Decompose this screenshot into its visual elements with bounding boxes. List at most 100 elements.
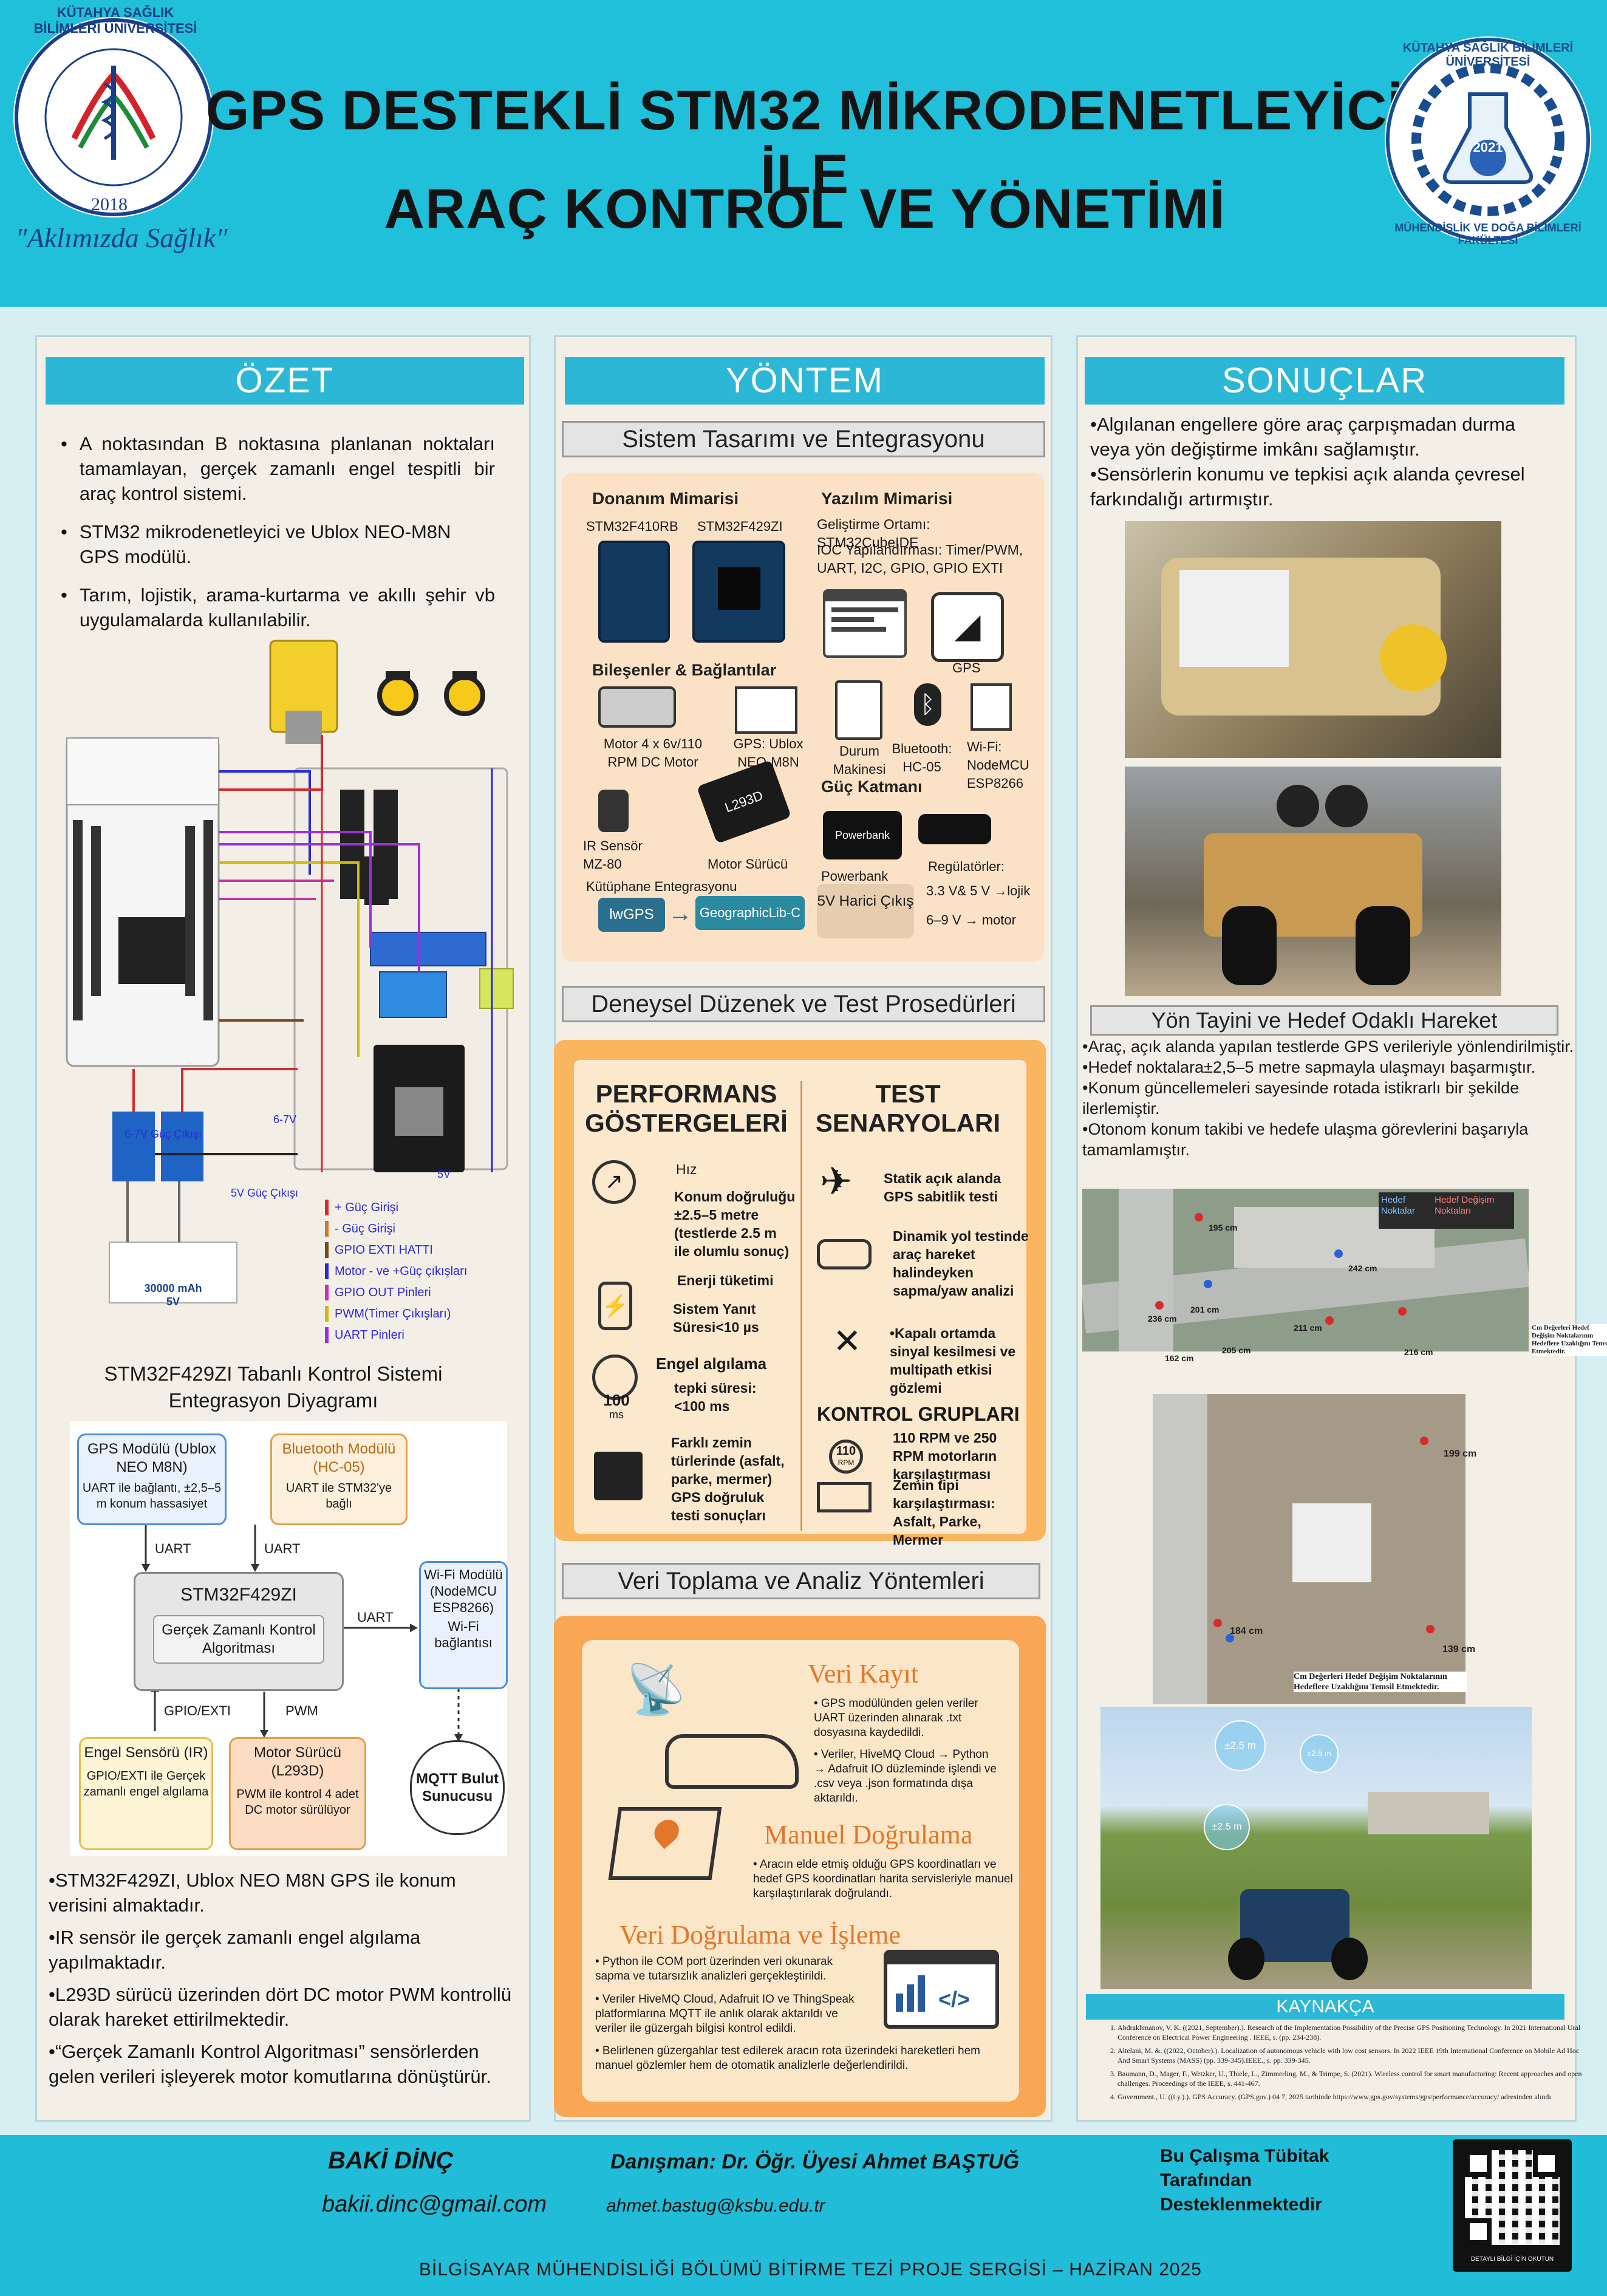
isleme-title: Veri Doğrulama ve İşleme	[619, 1920, 901, 1950]
bilesenler-title: Bileşenler & Bağlantılar	[592, 661, 777, 679]
ir-sensor-label: IR Sensör MZ-80	[583, 838, 643, 872]
map-pin-icon	[1195, 1213, 1203, 1221]
tubitak-note: Bu Çalışma Tübitak Tarafından Desteklenm…	[1160, 2146, 1329, 2215]
diagram-ir-sensor: Engel Sensörü (IR) GPIO/EXTI ile Gerçek …	[79, 1737, 213, 1850]
ozet-bullet-list: •A noktasından B noktasına planlanan nok…	[61, 431, 495, 632]
university-logo-left	[13, 17, 214, 217]
regulator-logic: 3.3 V& 5 V →lojik	[926, 883, 1031, 898]
bluetooth-icon: ᛒ	[914, 683, 941, 726]
experiment-divider	[800, 1081, 802, 1531]
lib-lwgps: lwGPS	[598, 898, 665, 932]
ozet-bullet-2: •STM32 mikrodenetleyici ve Ublox NEO-M8N…	[61, 521, 451, 567]
legend-item-gpio-exti: GPIO EXTI HATTI	[325, 1239, 507, 1260]
diagram-bluetooth-module: Bluetooth Modülü (HC-05) UART ile STM32'…	[270, 1433, 408, 1525]
no-signal-icon: ✕	[833, 1322, 862, 1360]
ozet-heading: ÖZET	[46, 357, 524, 405]
accuracy-bubble-1: ±2.5 m	[1215, 1720, 1266, 1771]
integration-diagram-title: STM32F429ZI Tabanlı Kontrol Sistemi Ente…	[104, 1362, 443, 1412]
wiring-diagram	[55, 632, 516, 1312]
reference-list: Abdrakhmanov, V. K. ((2021, September).)…	[1093, 2023, 1585, 2102]
perf-zemin: Farklı zemin türlerinde (asfalt, parke, …	[671, 1435, 785, 1523]
powerbank-label: 30000 mAh 5V	[144, 1282, 202, 1308]
rpm-unit: RPM	[838, 1458, 855, 1467]
robot-photo-bottom	[1125, 767, 1501, 996]
car-icon	[817, 1239, 872, 1269]
legend-item-motor-power: Motor - ve +Güç çıkışları	[325, 1260, 507, 1282]
qr-code[interactable]: DETAYLI BİLGİ İÇİN OKUTUN	[1453, 2139, 1572, 2272]
diagram-mcu-algorithm: Gerçek Zamanlı Kontrol Algoritması	[153, 1615, 324, 1664]
yon-bullet-4: •Otonom konum takibi ve hedefe ulaşma gö…	[1082, 1120, 1529, 1159]
bluetooth-label: Bluetooth: HC-05	[892, 741, 952, 774]
test-title: TEST SENARYOLARI	[815, 1079, 1001, 1137]
kaynakca-heading: KAYNAKÇA	[1086, 1994, 1564, 2020]
wiring-note-v5: 5V	[437, 1168, 451, 1180]
rpm-icon: 110 RPM	[829, 1440, 863, 1474]
lib-geographiclib: GeographicLib-C	[695, 896, 805, 930]
diagram-uart-label-2: UART	[264, 1541, 301, 1556]
map2-label-1: 199 cm	[1444, 1449, 1477, 1459]
manuel-1: • Aracın elde etmiş olduğu GPS koordinat…	[753, 1858, 1013, 1900]
exhibition-note: BİLGİSAYAR MÜHENDİSLİĞİ BÖLÜMÜ BİTİRME T…	[419, 2260, 1202, 2280]
ozet-bottom-bullet-3: •L293D sürücü üzerinden dört DC motor PW…	[49, 1984, 512, 2030]
veri-kayit-1: • GPS modülünden gelen veriler UART üzer…	[814, 1697, 978, 1739]
diagram-gpio-label: GPIO/EXTI	[164, 1703, 231, 1718]
sonuclar-bullets: •Algılanan engellere göre araç çarpışmad…	[1090, 412, 1558, 511]
map1-label-1: 195 cm	[1209, 1223, 1238, 1232]
motor-surucu-label: Motor Sürücü	[708, 856, 788, 872]
yon-bullet-3: •Konum güncellemeleri sayesinde rotada i…	[1082, 1079, 1520, 1118]
sonuclar-bullet-1: •Algılanan engellere göre araç çarpışmad…	[1090, 414, 1516, 460]
right-logo-ring-bottom: MÜHENDİSLİK VE DOĞA BİLİMLERİ FAKÜLTESİ	[1394, 222, 1581, 247]
yon-bullet-1: •Araç, açık alanda yapılan testlerde GPS…	[1082, 1037, 1574, 1056]
map-pin-icon	[1426, 1625, 1435, 1633]
ir-sensor-icon	[598, 790, 629, 832]
accuracy-bubble-3: ±2.5 m	[1204, 1804, 1250, 1850]
perf-hiz: Hız	[676, 1161, 697, 1177]
diagram-gps-module: GPS Modülü (Ublox NEO M8N) UART ile bağl…	[77, 1433, 227, 1525]
ozet-bottom-bullet-4: •“Gerçek Zamanlı Kontrol Algoritması” se…	[49, 2041, 491, 2087]
legend-item-power-minus: - Güç Girişi	[325, 1218, 507, 1239]
rpm-value: 110	[836, 1444, 856, 1458]
ozet-bottom-bullets: •STM32F429ZI, Ublox NEO M8N GPS ile konu…	[49, 1868, 516, 2089]
perf-title: PERFORMANS GÖSTERGELERİ	[585, 1079, 788, 1137]
guc-title: Güç Katmanı	[821, 777, 923, 796]
map1-legend: Hedef Noktalar Hedef Değişim Noktaları	[1379, 1192, 1514, 1229]
perf-tepki: tepki süresi: <100 ms	[674, 1380, 757, 1414]
map-pin-icon	[1226, 1634, 1234, 1642]
sonuclar-heading: SONUÇLAR	[1085, 357, 1564, 405]
left-logo-year: 2018	[91, 194, 128, 214]
map1-caption: Cm Değerleri Hedef Değişim Noktalarının …	[1532, 1324, 1607, 1356]
veri-kayit-title: Veri Kayıt	[808, 1659, 919, 1689]
vehicle-icon	[665, 1734, 799, 1789]
gauge-unit: ms	[609, 1409, 624, 1421]
chart-code-icon: </>	[884, 1950, 999, 2029]
code-window-icon	[823, 589, 907, 658]
gps-module-icon	[735, 686, 797, 734]
yon-heading: Yön Tayini ve Hedef Odaklı Hareket	[1090, 1005, 1558, 1036]
faculty-logo-right	[1385, 36, 1591, 243]
kontrol-title: KONTROL GRUPLARI	[817, 1403, 1020, 1425]
powerbank-label: Powerbank	[821, 869, 889, 884]
legend-item-power-plus: + Güç Girişi	[325, 1197, 507, 1218]
diagram-motor-driver: Motor Sürücü (L293D) PWM ile kontrol 4 a…	[229, 1737, 366, 1850]
terrain-icon	[594, 1452, 643, 1500]
veri-heading: Veri Toplama ve Analiz Yöntemleri	[562, 1563, 1040, 1599]
advisor-email: ahmet.bastug@ksbu.edu.tr	[606, 2196, 825, 2216]
qr-caption: DETAYLI BİLGİ İÇİN OKUTUN	[1470, 2256, 1554, 2263]
gear-flask-icon	[1386, 38, 1590, 242]
map2-label-3: 139 cm	[1442, 1644, 1476, 1655]
board2-icon	[692, 541, 785, 643]
lib-arrow-icon: →	[668, 900, 692, 927]
map1-label-8: 216 cm	[1404, 1347, 1433, 1357]
sonuclar-bullet-2: •Sensörlerin konumu ve tepkisi açık alan…	[1090, 463, 1525, 510]
yon-bullets: •Araç, açık alanda yapılan testlerde GPS…	[1082, 1036, 1574, 1160]
left-logo-ring-text: KÜTAHYA SAĞLIK BİLİMLERİ ÜNİVERSİTESİ	[33, 5, 197, 36]
ozet-bottom-bullet-2: •IR sensör ile gerçek zamanlı engel algı…	[49, 1927, 421, 1973]
map2-label-2: 184 cm	[1230, 1626, 1263, 1636]
advisor-name: Danışman: Dr. Öğr. Üyesi Ahmet BAŞTUĞ	[610, 2150, 1020, 2173]
wiring-note-67v: 6-7V Güç Çıkışı	[125, 1128, 202, 1140]
map1-label-7: 205 cm	[1222, 1345, 1251, 1355]
powerbank-icon: Powerbank	[823, 811, 902, 859]
test-statik: Statik açık alanda GPS sabitlik testi	[884, 1170, 1001, 1204]
map-pin-icon	[608, 1807, 722, 1880]
reference-item: Abdrakhmanov, V. K. ((2021, September).)…	[1117, 2023, 1585, 2042]
